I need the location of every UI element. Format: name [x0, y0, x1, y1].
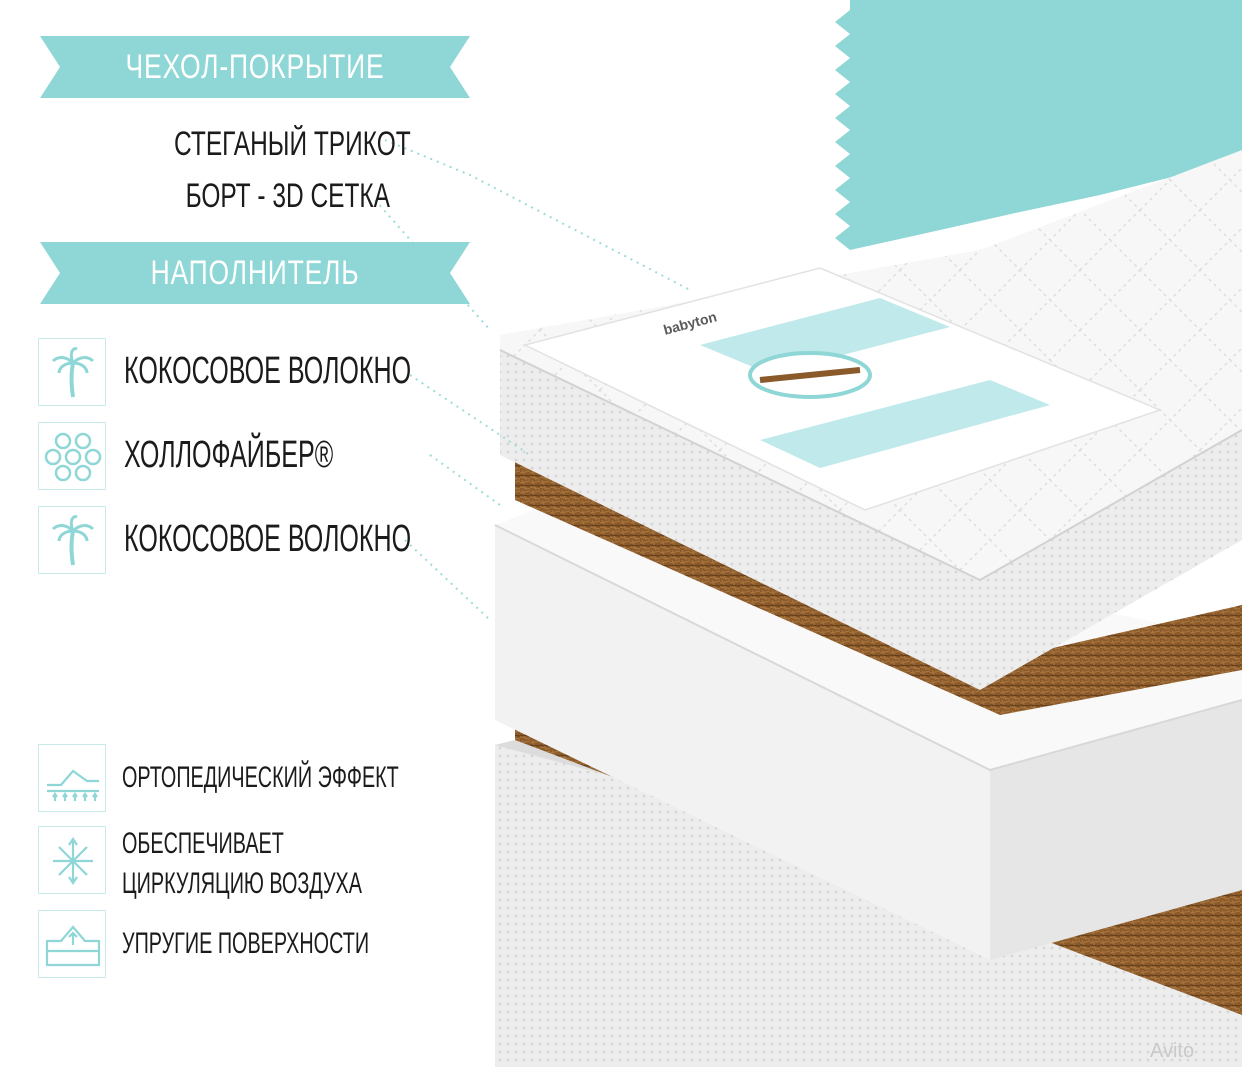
ribbon-shape — [40, 36, 470, 98]
palm-tree-icon — [38, 506, 106, 574]
filler-layer-label: КОКОСОВОЕ ВОЛОКНО — [124, 350, 412, 392]
filler-banner: НАПОЛНИТЕЛЬ — [40, 242, 470, 304]
air-circulation-icon — [38, 826, 106, 894]
cover-heading: ЧЕХОЛ-ПОКРЫТИЕ — [125, 48, 385, 86]
cover-description: СТЕГАНЫЙ ТРИКОТ БОРТ - 3D СЕТКА — [90, 118, 411, 222]
avito-watermark: Avito — [1150, 1040, 1195, 1062]
feature-label: ОБЕСПЕЧИВАЕТ — [122, 827, 284, 860]
cover-banner: ЧЕХОЛ-ПОКРЫТИЕ — [40, 36, 470, 98]
fiber-balls-icon — [38, 422, 106, 490]
palm-tree-icon — [38, 338, 106, 406]
elastic-surface-icon — [38, 910, 106, 978]
cover-line-2: БОРТ - 3D СЕТКА — [185, 177, 390, 215]
orthopedic-support-icon — [38, 744, 106, 812]
teal-zigzag-decoration — [835, 0, 1242, 250]
top-coconut-layer — [515, 450, 1242, 715]
filler-layer-label: КОКОСОВОЕ ВОЛОКНО — [124, 518, 412, 560]
feature-label: УПРУГИЕ ПОВЕРХНОСТИ — [122, 927, 370, 960]
filler-layer-label: ХОЛЛОФАЙБЕР® — [124, 434, 334, 476]
leader-lines — [374, 139, 691, 621]
cover-line-1: СТЕГАНЫЙ ТРИКОТ — [173, 125, 411, 163]
filler-heading: НАПОЛНИТЕЛЬ — [150, 254, 360, 292]
feature-label: ОРТОПЕДИЧЕСКИЙ ЭФФЕКТ — [122, 761, 399, 794]
feature-label: ЦИРКУЛЯЦИЮ ВОЗДУХА — [122, 867, 362, 900]
ribbon-shape — [40, 242, 470, 304]
product-label-card — [522, 267, 1163, 511]
